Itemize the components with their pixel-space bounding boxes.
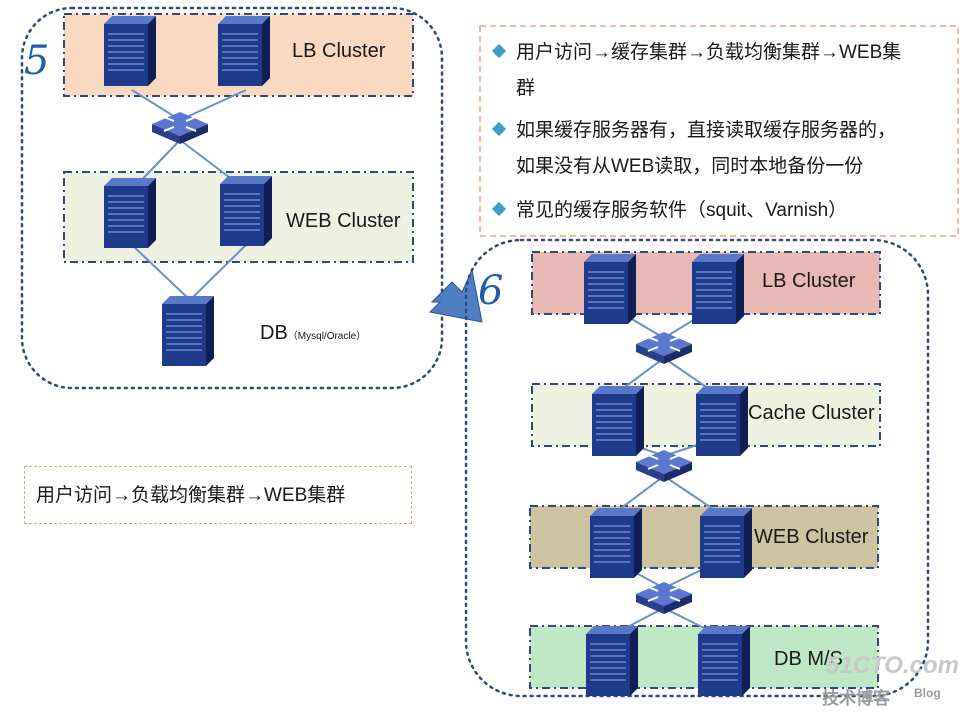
diagram6-db-server-1-icon	[585, 625, 639, 697]
diagram5-db-label: DB	[260, 322, 288, 344]
diagram6-container	[464, 238, 930, 698]
diagram6-cache-server-2-icon	[695, 385, 749, 457]
diagram5-lb-server-2-icon	[217, 15, 271, 87]
diagram6-lb-label: LB Cluster	[762, 270, 856, 292]
watermark-site: 51CTO.com	[826, 652, 959, 679]
diagram5-lb-label: LB Cluster	[292, 40, 386, 62]
flow5-note-text: 用户访问→负载均衡集群→WEB集群	[36, 485, 346, 506]
diagram5-lb-server-1-icon	[103, 15, 157, 87]
diagram5-web-server-1-icon	[103, 177, 157, 249]
note-bullet-2: 如果缓存服务器有，直接读取缓存服务器的，	[491, 116, 896, 146]
bullet-diamond-icon	[491, 43, 507, 59]
diagram6-web-label: WEB Cluster	[754, 526, 869, 548]
diagram6-web-server-1-icon	[589, 507, 643, 579]
note-bullet-2-cont: 如果没有从WEB读取，同时本地备份一份	[516, 156, 864, 177]
diagram6-cache-server-1-icon	[591, 385, 645, 457]
diagram5-db-sub: （Mysql/Oracle）	[287, 331, 367, 342]
diagram6-switch-2-icon	[635, 449, 693, 483]
diagram6-switch-3-icon	[635, 581, 693, 615]
diagram5-switch-icon	[151, 111, 209, 145]
bullet-diamond-icon	[491, 201, 507, 217]
diagram5-container	[20, 6, 444, 390]
flow5-note-box	[24, 466, 412, 524]
note-bullet-1: 用户访问→缓存集群→负载均衡集群→WEB集	[491, 38, 901, 68]
bullet-diamond-icon	[491, 121, 507, 137]
note-bullet-3: 常见的缓存服务软件（squit、Varnish）	[491, 196, 847, 226]
diagram6-db-label: DB M/S	[774, 648, 843, 670]
diagram5-web-server-2-icon	[219, 175, 273, 247]
notes-box	[479, 25, 959, 237]
diagram5-db-label-wrap: DB（Mysql/Oracle）	[260, 322, 366, 345]
watermark-blog: Blog	[914, 686, 941, 700]
diagram6-cache-label: Cache Cluster	[748, 402, 875, 424]
diagram5-web-label: WEB Cluster	[286, 210, 401, 232]
transition-arrow-icon	[428, 268, 483, 323]
diagram6-switch-1-icon	[635, 331, 693, 365]
diagram6-web-server-2-icon	[699, 507, 753, 579]
diagram6-db-server-2-icon	[697, 625, 751, 697]
diagram5-db-server-icon	[161, 295, 215, 367]
diagram6-number: 6	[478, 268, 504, 314]
note-bullet-1-cont: 群	[516, 78, 536, 99]
watermark-tagline: 技术博客	[822, 689, 890, 708]
diagram5-number: 5	[24, 38, 50, 84]
diagram6-lb-server-2-icon	[691, 253, 745, 325]
diagram6-lb-server-1-icon	[583, 253, 637, 325]
